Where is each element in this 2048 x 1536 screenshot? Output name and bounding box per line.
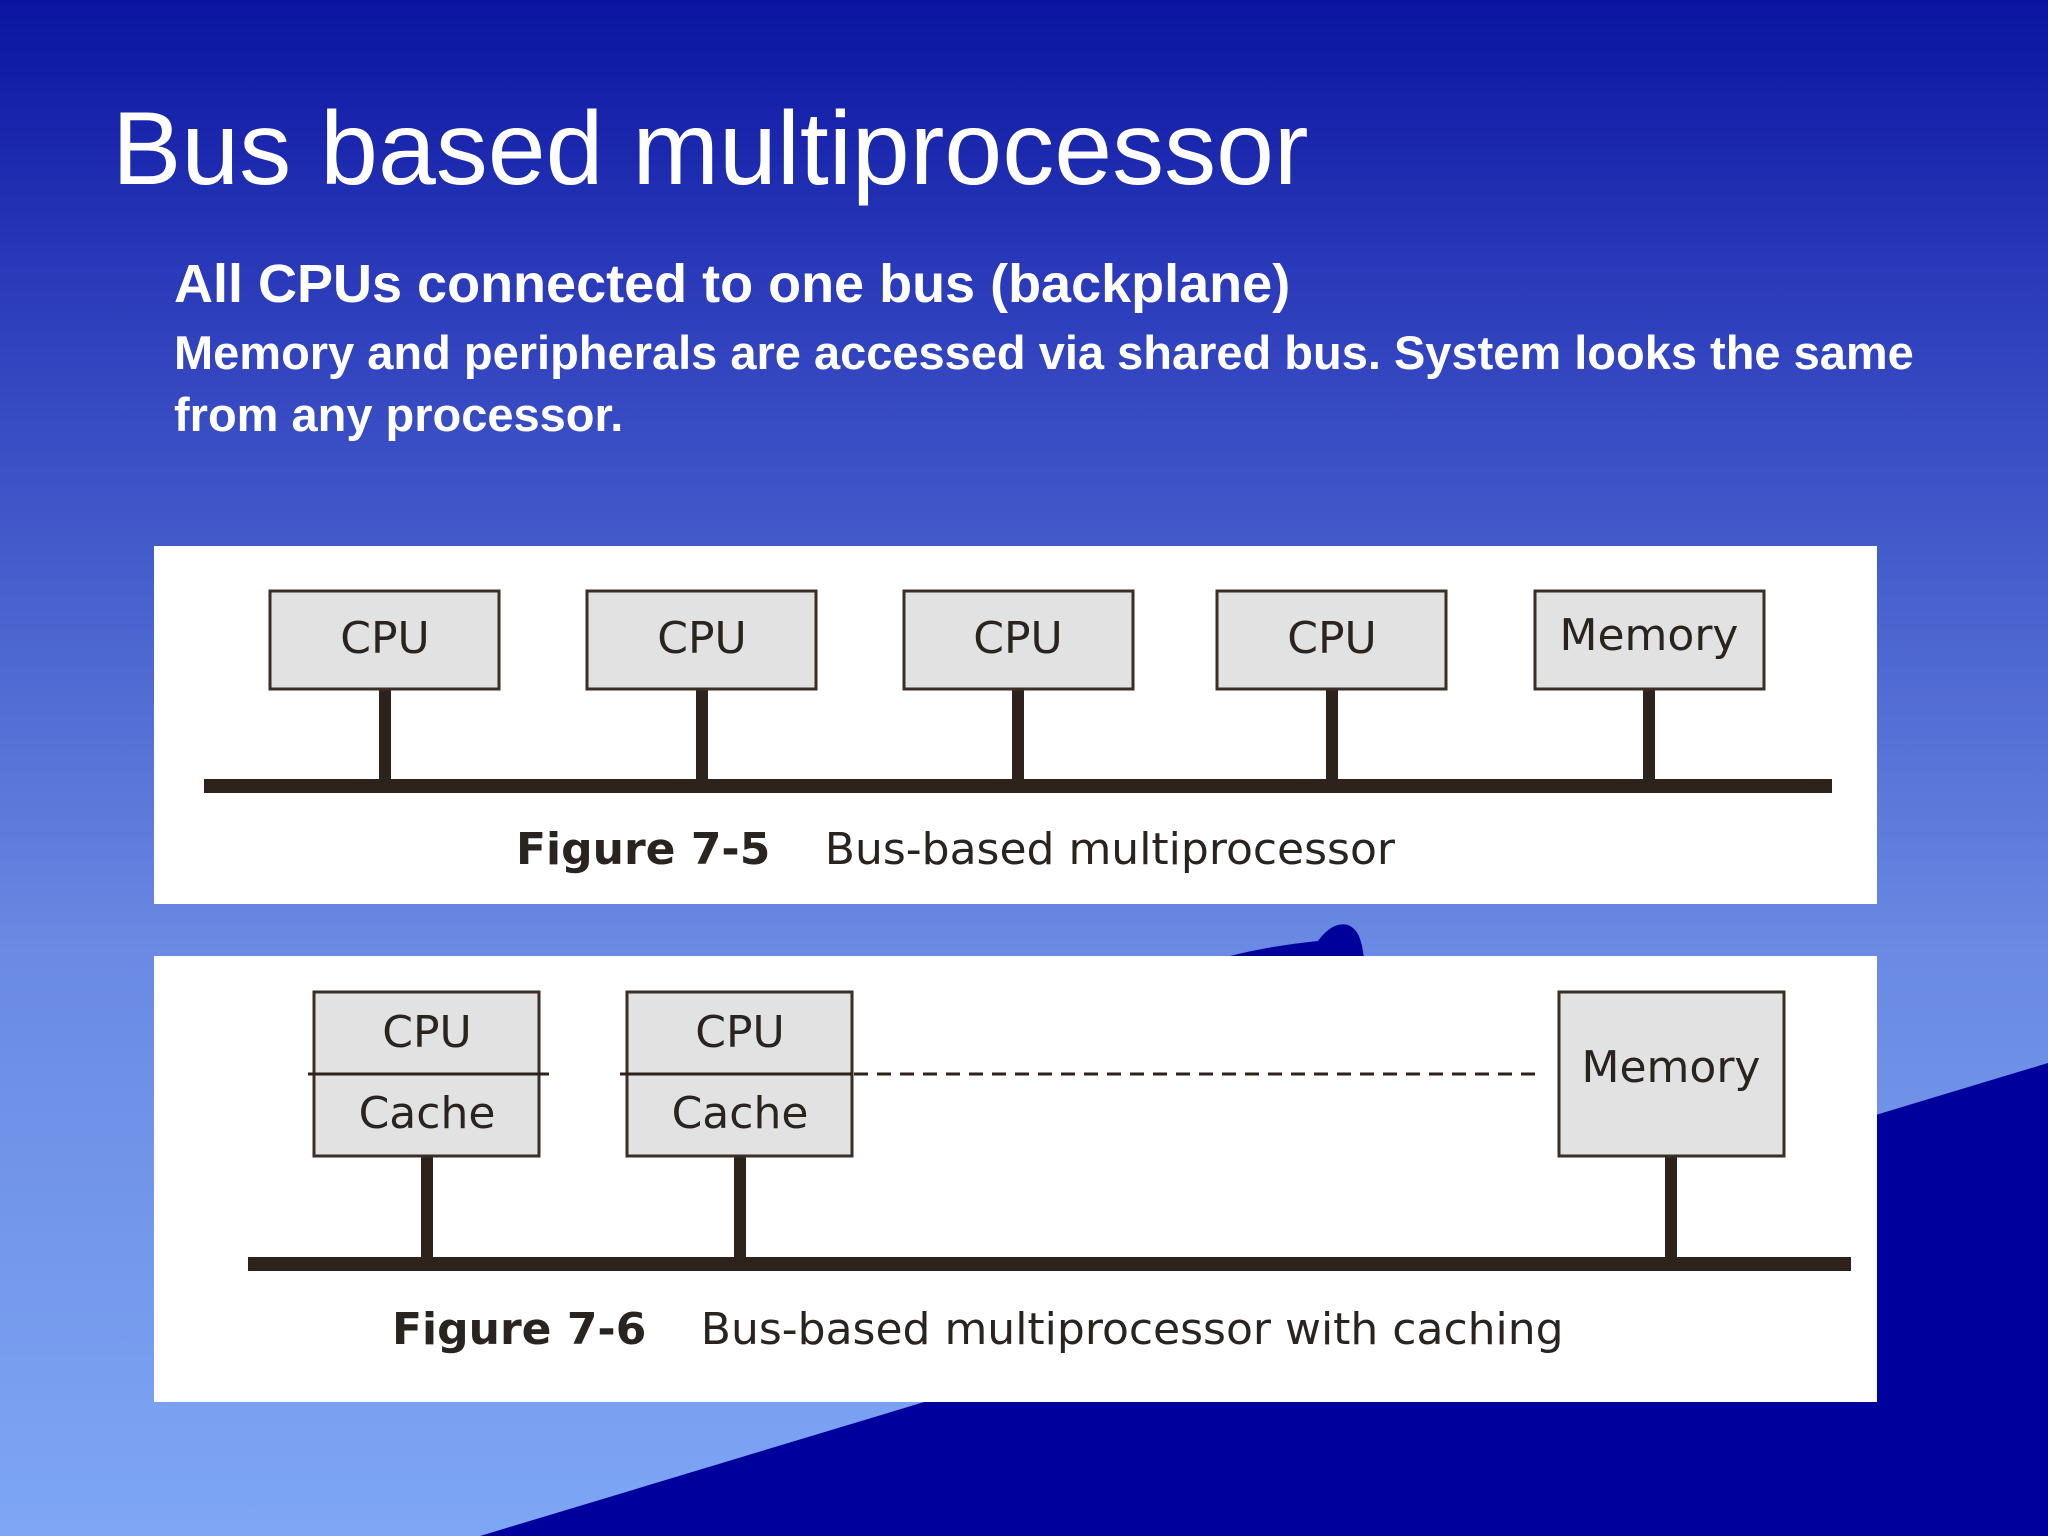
bullet-list: All CPUs connected to one bus (backplane… bbox=[174, 250, 1934, 446]
cpu-label: CPU bbox=[695, 1007, 784, 1058]
figure-7-6-diagram: CPU Cache CPU Cache Memory Figure 7-6 Bu… bbox=[248, 990, 1851, 1355]
bullet-item: All CPUs connected to one bus (backplane… bbox=[174, 254, 1291, 314]
cache-label: Cache bbox=[359, 1088, 496, 1139]
cpu-box bbox=[585, 589, 818, 691]
caption-label: Figure 7-5 bbox=[516, 824, 770, 875]
figure-7-6-panel: CPU Cache CPU Cache Memory Figure 7-6 Bu… bbox=[154, 956, 1877, 1402]
caption-text: Bus-based multiprocessor with caching bbox=[701, 1304, 1564, 1355]
caption-text: Bus-based multiprocessor bbox=[825, 824, 1396, 875]
cpu-label: CPU bbox=[973, 613, 1062, 664]
cpu-label: CPU bbox=[340, 613, 429, 664]
figure-7-5-panel: CPU CPU CPU CPU Memory Figure 7-5 Bus-ba… bbox=[154, 546, 1877, 904]
bullet-item: Memory and peripherals are accessed via … bbox=[174, 326, 1914, 441]
cpu-label: CPU bbox=[657, 613, 746, 664]
caption-label: Figure 7-6 bbox=[392, 1304, 646, 1355]
memory-box bbox=[1557, 990, 1786, 1158]
cache-label: Cache bbox=[672, 1088, 809, 1139]
figure-caption: Figure 7-5 Bus-based multiprocessor bbox=[516, 824, 1396, 875]
cpu-label: CPU bbox=[1287, 613, 1376, 664]
cpu-box bbox=[1215, 589, 1448, 691]
cpu-box bbox=[268, 589, 501, 691]
slide-title: Bus based multiprocessor bbox=[112, 91, 1309, 207]
cpu-box bbox=[902, 589, 1135, 691]
memory-label: Memory bbox=[1560, 610, 1739, 661]
memory-label: Memory bbox=[1582, 1042, 1761, 1093]
memory-box bbox=[1533, 589, 1766, 691]
cpu-label: CPU bbox=[382, 1007, 471, 1058]
figure-7-5-diagram: CPU CPU CPU CPU Memory Figure 7-5 Bus-ba… bbox=[204, 589, 1832, 875]
figure-caption: Figure 7-6 Bus-based multiprocessor with… bbox=[392, 1304, 1564, 1355]
